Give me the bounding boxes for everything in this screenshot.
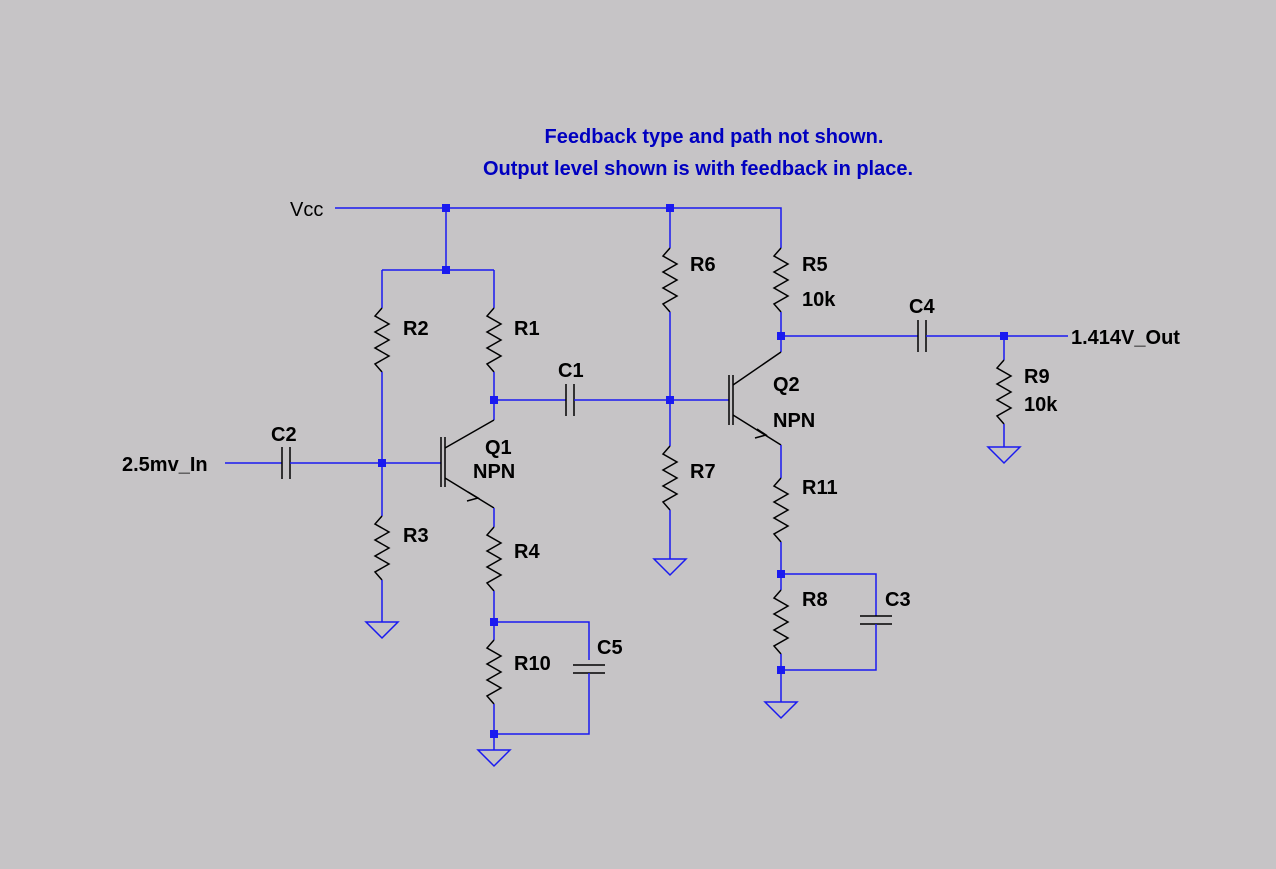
r8-label: R8	[802, 589, 828, 611]
r2-label: R2	[403, 318, 429, 340]
ground-r8	[763, 701, 799, 720]
r7-label: R7	[690, 461, 716, 483]
capacitor-c5[interactable]: C5	[573, 637, 623, 674]
resistor-r3[interactable]: R3	[373, 515, 429, 581]
r4-label: R4	[514, 541, 540, 563]
r5-label: R5	[802, 254, 828, 276]
capacitor-c4[interactable]: C4	[909, 296, 935, 352]
note-line-2: Output level shown is with feedback in p…	[483, 158, 913, 180]
transistor-q1[interactable]: Q1 NPN	[440, 419, 515, 509]
resistor-r11[interactable]: R11	[772, 477, 838, 543]
q2-type: NPN	[773, 410, 815, 432]
r11-label: R11	[802, 477, 838, 499]
resistor-r8[interactable]: R8	[772, 589, 828, 655]
c3-label: C3	[885, 589, 911, 611]
ground-r10	[476, 749, 512, 768]
r1-label: R1	[514, 318, 540, 340]
resistor-r4[interactable]: R4	[485, 526, 540, 592]
resistor-r1[interactable]: R1	[485, 307, 540, 373]
resistor-r10[interactable]: R10	[485, 639, 551, 705]
junction-nodes	[378, 204, 1008, 738]
capacitor-c3[interactable]: C3	[860, 589, 911, 625]
r3-label: R3	[403, 525, 429, 547]
q1-label: Q1	[485, 437, 512, 459]
c5-label: C5	[597, 637, 623, 659]
capacitor-c1[interactable]: C1	[558, 360, 584, 416]
r10-label: R10	[514, 653, 551, 675]
q1-type: NPN	[473, 461, 515, 483]
resistor-r2[interactable]: R2	[373, 307, 429, 373]
capacitor-c2[interactable]: C2	[271, 424, 297, 479]
vcc-rail: Vcc	[290, 199, 782, 308]
output-label: 1.414V_Out	[1071, 327, 1180, 349]
ground-r7	[652, 558, 688, 577]
resistor-r5[interactable]: R5 10k	[772, 247, 836, 313]
resistor-r6[interactable]: R6	[661, 247, 716, 313]
c2-label: C2	[271, 424, 297, 446]
r9-value: 10k	[1024, 394, 1058, 416]
q2-label: Q2	[773, 374, 800, 396]
r5-value: 10k	[802, 289, 836, 311]
transistor-q2[interactable]: Q2 NPN	[728, 351, 815, 446]
r6-label: R6	[690, 254, 716, 276]
c4-label: C4	[909, 296, 935, 318]
input-label: 2.5mv_In	[122, 454, 208, 476]
note-line-1: Feedback type and path not shown.	[545, 126, 884, 148]
c1-label: C1	[558, 360, 584, 382]
r9-label: R9	[1024, 366, 1050, 388]
vcc-label: Vcc	[290, 199, 323, 221]
resistor-r9[interactable]: R9 10k	[995, 359, 1058, 425]
ground-r3	[364, 621, 400, 640]
resistor-r7[interactable]: R7	[661, 445, 716, 511]
ground-r9	[986, 446, 1022, 465]
